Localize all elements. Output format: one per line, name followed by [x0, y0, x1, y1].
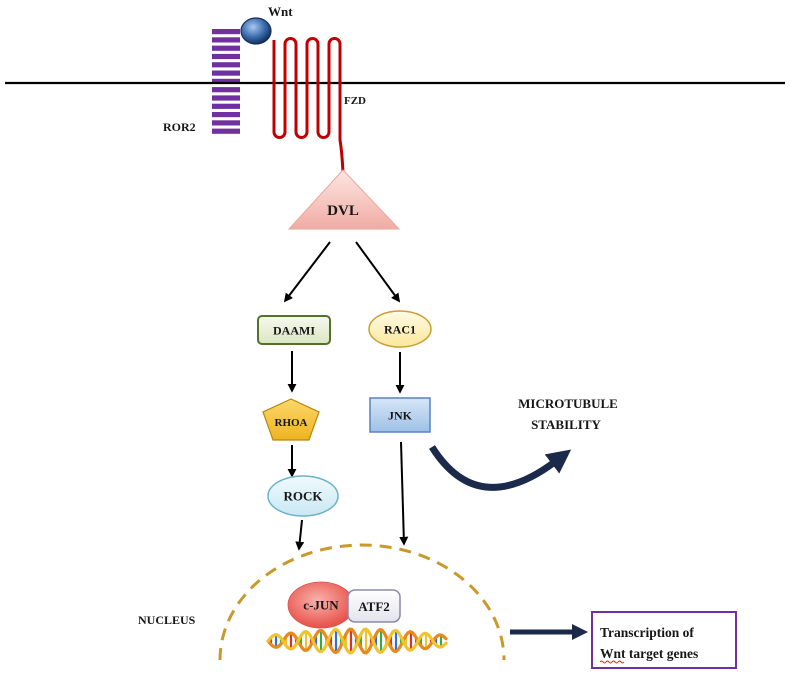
jnk-box — [369, 397, 431, 433]
rac1-label: RAC1 — [384, 323, 416, 337]
transcription-label-line1: Transcription of — [600, 625, 694, 640]
dna-strand — [266, 627, 448, 655]
wnt-ligand — [240, 17, 272, 45]
ror2-segment — [212, 45, 240, 51]
microtubule-label-line2: STABILITY — [531, 417, 601, 432]
curved-arrow-to-microtubule — [429, 445, 572, 491]
transcription-label-line2: Wnt target genes — [600, 646, 698, 661]
rock-node — [267, 475, 339, 517]
daam-box — [257, 315, 331, 345]
ror2-receptor — [212, 29, 240, 134]
ror2-segment — [212, 103, 240, 109]
fzd-receptor — [272, 37, 345, 174]
atf2-label: ATF2 — [358, 599, 390, 614]
nucleus-label: NUCLEUS — [138, 613, 196, 627]
arrow-rock-to-nucleus — [295, 519, 305, 551]
rhoa-node — [262, 398, 320, 441]
atf2-box — [347, 589, 401, 623]
wnt-label: Wnt — [268, 4, 293, 19]
rhoa-label: RHOA — [275, 417, 308, 429]
ror2-label: ROR2 — [163, 120, 196, 134]
rock-label: ROCK — [284, 489, 324, 504]
ror2-segment — [212, 53, 240, 60]
cjun-label: c-JUN — [303, 598, 339, 613]
ror2-segment — [212, 70, 240, 76]
dvl-label: DVL — [327, 203, 359, 219]
dna-helix — [266, 627, 448, 655]
nuclear-envelope — [218, 543, 506, 661]
microtubule-label-line1: MICROTUBULE — [518, 396, 618, 411]
transcription-box — [591, 611, 737, 669]
ror2-segment — [212, 62, 240, 68]
ror2-segment — [212, 128, 240, 134]
ror2-segment — [212, 120, 240, 126]
arrow-jnk-to-nucleus — [399, 441, 409, 546]
arrow-dvl-to-rac1 — [355, 241, 401, 303]
ror2-segment — [212, 78, 240, 84]
ror2-segment — [212, 95, 240, 101]
daam-label: DAAMI — [273, 324, 315, 338]
dvl-protein — [287, 169, 401, 230]
arrow-dvl-to-daam — [283, 241, 331, 303]
ror2-segment — [212, 87, 240, 93]
fzd-label: FZD — [344, 95, 366, 107]
ror2-segment — [212, 112, 240, 118]
ror2-segment — [212, 29, 240, 35]
spellcheck-underline — [599, 660, 625, 664]
jnk-label: JNK — [388, 409, 413, 423]
ror2-segment — [212, 37, 240, 43]
rac1-node — [368, 310, 432, 348]
